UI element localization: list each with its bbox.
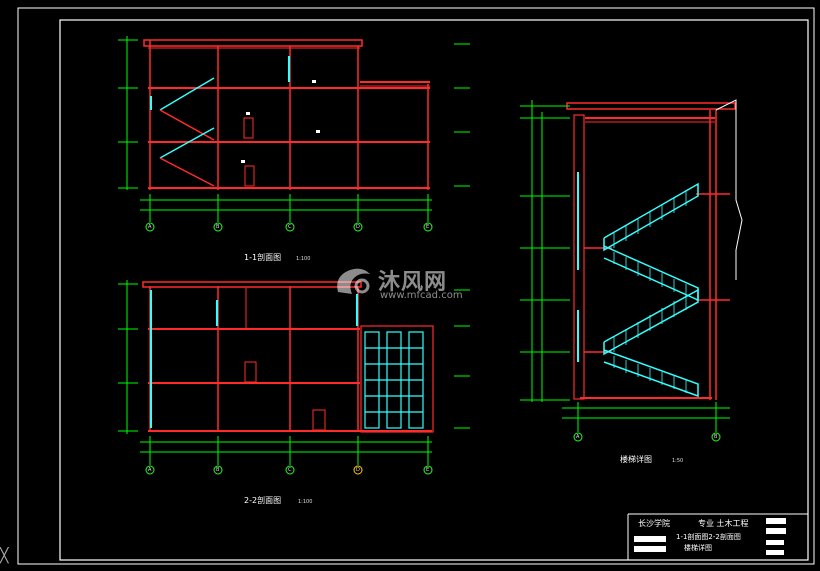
section-1-1-scale: 1:100: [296, 256, 311, 262]
stair-detail-scale: 1:50: [672, 458, 684, 464]
inner-frame: [59, 19, 809, 561]
axis-label-stair-a: A: [576, 434, 580, 440]
axis-label-2-b: B: [216, 467, 220, 473]
section-1-1-title: 1-1剖面图: [244, 253, 282, 262]
section-2-2: [118, 280, 470, 475]
axis-label-1-d: D: [356, 224, 360, 230]
section-2-2-scale: 1:100: [298, 499, 313, 505]
stair-detail: [520, 99, 743, 442]
axis-label-stair-b: B: [714, 434, 718, 440]
axis-label-1-c: C: [288, 224, 292, 230]
crosshair-cursor-icon: ╳: [0, 548, 9, 564]
axis-label-1-a: A: [148, 224, 152, 230]
title-block-major: 专业 土木工程: [698, 519, 749, 528]
section-1-1: [118, 36, 470, 232]
axis-label-2-e: E: [426, 467, 430, 473]
watermark-logo-icon: [337, 268, 370, 294]
watermark-url: www.mfcad.com: [380, 290, 463, 301]
outer-frame: [17, 7, 815, 565]
axis-label-2-c: C: [288, 467, 292, 473]
title-block-school: 长沙学院: [638, 519, 670, 528]
watermark-name: 沐风网: [378, 270, 448, 295]
title-block-drawing-names-1: 1-1剖面图2-2剖面图: [676, 533, 741, 541]
axis-label-1-e: E: [426, 224, 430, 230]
axis-label-1-b: B: [216, 224, 220, 230]
section-2-2-title: 2-2剖面图: [244, 496, 282, 505]
title-block-drawing-names-2: 楼梯详图: [684, 544, 712, 552]
watermark: 沐风网 www.mfcad.com: [332, 262, 492, 304]
axis-label-2-d: D: [356, 467, 360, 473]
axis-label-2-a: A: [148, 467, 152, 473]
title-block: [627, 513, 808, 560]
stair-detail-title: 楼梯详图: [620, 455, 652, 464]
